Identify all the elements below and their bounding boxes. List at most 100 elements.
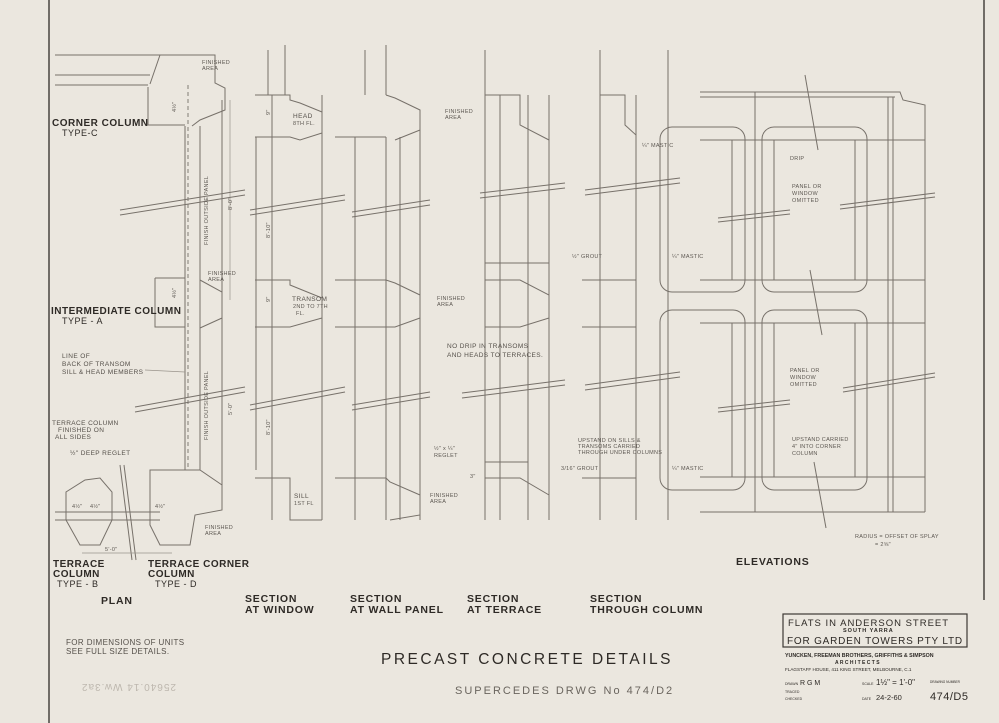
view-label-section-column-2: THROUGH COLUMN [590,604,703,616]
panel-omitted-note-3: OMITTED [792,198,819,204]
head-floor-label: 8TH FL. [293,121,315,127]
corner-column-label: CORNER COLUMN [52,118,149,129]
project-client: FOR GARDEN TOWERS PTY LTD [787,636,963,647]
mastic-note-b: ¼" MASTIC [642,143,674,149]
dim-8-10-b: 8'-10" [266,419,272,435]
corner-column-type: TYPE-C [62,128,98,138]
upstand-corner-note-3: COLUMN [792,451,818,457]
drawn-label: DRAWN [785,682,799,686]
view-label-elevations: ELEVATIONS [736,556,810,568]
project-suburb: SOUTH YARRA [843,628,894,634]
reglet-note-2: REGLET [434,453,458,459]
finished-area-note-b: FINISHED [208,271,236,277]
mastic-note-a: ¼" MASTIC [672,254,704,260]
upstand-sills-note-2: TRANSOMS CARRIED [578,444,640,450]
terrace-column-note-3: ALL SIDES [55,434,92,441]
section-drawings [249,45,681,521]
elevations-drawing [659,74,936,529]
panel-omitted-note-b3: OMITTED [790,382,817,388]
scale-value: 1½" = 1'-0" [876,678,915,687]
architects-address: FLAGSTAFF HOUSE, 411 KING STREET, MELBOU… [785,667,912,672]
deep-reglet-note: ½" DEEP REGLET [70,449,131,457]
drawing-number: 474/D5 [930,691,968,703]
drawing-number-label: DRAWING NUMBER [930,680,961,684]
terrace-corner-column-label: TERRACE CORNER [148,559,250,570]
architects-sub: A R C H I T E C T S [835,660,880,666]
finished-area-note-d: FINISHED [445,109,473,115]
faint-stamp-mark: 25640.14 Ww.3a2 [81,681,176,692]
mastic-note-c: ¼" MASTIC [672,466,704,472]
line-of-back-note: LINE OF [62,353,90,360]
line-of-back-note-2: BACK OF TRANSOM [62,361,131,368]
finished-area-note-c2: AREA [205,531,221,537]
view-label-section-terrace: SECTION [467,593,519,605]
view-label-section-wall-panel: SECTION [350,593,402,605]
no-drip-note-2: AND HEADS TO TERRACES. [447,352,543,359]
intermediate-column-type: TYPE - A [62,316,103,326]
supersedes-note: SUPERCEDES DRWG No 474/D2 [455,685,674,697]
architects-name: YUNCKEN, FREEMAN BROTHERS, GRIFFITHS & S… [785,653,934,659]
dim-5-0-vertical: 5'-0" [228,403,234,415]
finished-area-note-c: FINISHED [205,525,233,531]
dim-4half-c: 4½" [72,503,83,510]
line-of-back-note-3: SILL & HEAD MEMBERS [62,369,144,376]
dim-4half-e: 4½" [155,503,166,510]
dimensions-note-2: SEE FULL SIZE DETAILS. [66,647,170,656]
dim-4half-a: 4½" [171,102,178,113]
date-label: DATE [862,697,872,701]
panel-omitted-note-2: WINDOW [792,191,818,197]
finish-outside-panel-note-2: FINISH OUTSIDE PANEL [204,371,210,440]
finished-area-note-f2: AREA [430,499,446,505]
transom-floors-label: 2ND TO 7TH [293,304,328,310]
dim-4half-d: 4½" [90,503,101,510]
drawn-value: R G M [800,680,820,687]
plan-drawing [55,54,246,561]
terrace-column-label: TERRACE [53,559,105,570]
view-label-section-window-2: AT WINDOW [245,604,314,616]
dim-8-0: 8'-0" [228,198,234,210]
reglet-note: ½" x ¼" [434,445,455,452]
terrace-column-note-2: FINISHED ON [58,427,104,434]
checked-label: CHECKED [785,697,803,701]
drip-note: DRIP [790,156,804,162]
traced-label: TRACED [785,690,800,694]
dim-5-0: 5'-0" [105,547,117,553]
panel-omitted-note: PANEL OR [792,184,822,190]
finished-area-note-b2: AREA [208,277,224,283]
terrace-column-label-2: COLUMN [53,569,100,580]
grout-3-16-note: 3/16" GROUT [561,466,599,472]
terrace-corner-column-label-2: COLUMN [148,569,195,580]
scale-label: SCALE [862,682,874,686]
finished-area-note-e: FINISHED [437,296,465,302]
radius-note-2: = 2⅝" [875,542,891,548]
view-label-section-wall-panel-2: AT WALL PANEL [350,604,444,616]
upstand-sills-note-3: THROUGH UNDER COLUMNS [578,450,662,456]
transom-fl-label: FL. [296,311,305,317]
finished-area-note-e2: AREA [437,302,453,308]
dim-4half-b: 4½" [171,288,178,299]
view-label-section-terrace-2: AT TERRACE [467,604,542,616]
upstand-corner-note: UPSTAND CARRIED [792,437,849,443]
finish-outside-panel-note: FINISH OUTSIDE PANEL [204,176,210,245]
transom-label: TRANSOM [292,296,327,303]
finished-area-note: FINISHED [202,60,230,66]
dim-9-b: 9" [266,296,272,302]
dim-3: 3" [470,474,476,480]
sill-label: SILL [294,493,309,500]
no-drip-note: NO DRIP IN TRANSOMS [447,343,529,350]
view-label-plan: PLAN [101,595,133,607]
upstand-corner-note-2: 4" INTO CORNER [792,444,841,450]
view-label-section-window: SECTION [245,593,297,605]
grout-half-note: ½" GROUT [572,253,603,260]
finished-area-note-d2: AREA [445,115,461,121]
terrace-corner-column-type: TYPE - D [155,579,197,589]
dimensions-note: FOR DIMENSIONS OF UNITS [66,638,185,647]
radius-note: RADIUS = OFFSET OF SPLAY [855,534,939,540]
upstand-sills-note: UPSTAND ON SILLS & [578,438,641,444]
terrace-column-type: TYPE - B [57,579,99,589]
date-value: 24-2-60 [876,693,902,702]
drawing-title: PRECAST CONCRETE DETAILS [381,651,673,668]
intermediate-column-label: INTERMEDIATE COLUMN [51,306,181,317]
panel-omitted-note-b2: WINDOW [790,375,816,381]
